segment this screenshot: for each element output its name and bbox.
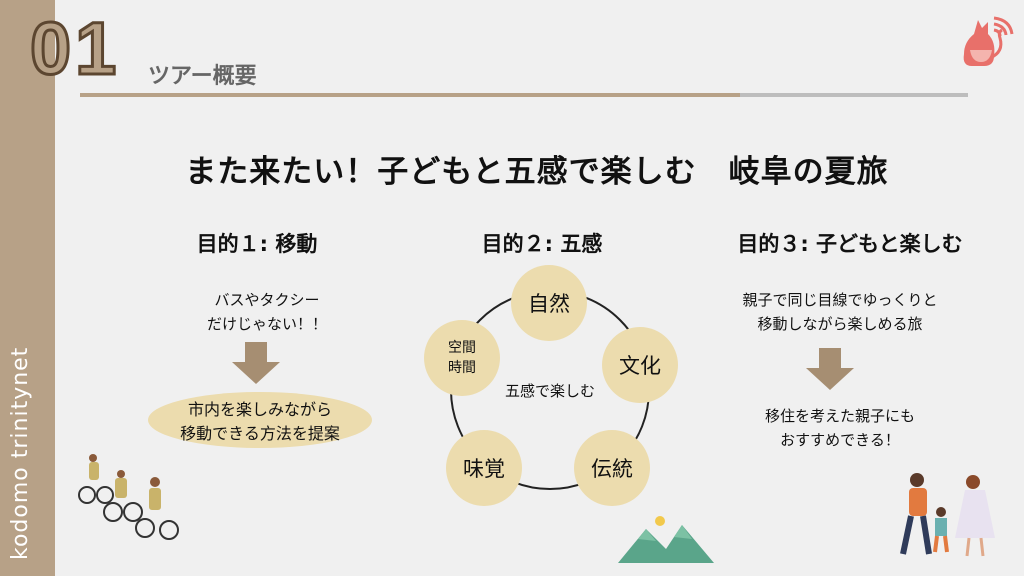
text-line: 市内を楽しみながら <box>187 400 332 419</box>
goal-1-text: バスやタクシー だけじゃない！！ <box>127 288 407 336</box>
sense-nature: 自然 <box>511 265 587 341</box>
page-title: また来たい！子どもと五感で楽しむ 岐阜の夏旅 <box>185 154 889 190</box>
kangaroo-logo-icon <box>963 16 1014 66</box>
sense-tradition: 伝統 <box>574 430 650 506</box>
text-line: 親子で同じ目線でゆっくりと <box>742 291 938 309</box>
sense-culture: 文化 <box>602 327 678 403</box>
text-line: 移動しながら楽しめる旅 <box>757 315 923 333</box>
sidebar <box>0 0 55 576</box>
header-divider-gray <box>740 93 968 97</box>
sense-space-time: 空間 時間 <box>424 320 500 396</box>
brand-text: kodomo trinitynet <box>8 346 33 560</box>
down-arrow-icon <box>232 342 280 384</box>
section-number: 01 <box>28 6 121 92</box>
goal-1-result: 市内を楽しみながら 移動できる方法を提案 <box>120 398 400 446</box>
sense-taste: 味覚 <box>446 430 522 506</box>
senses-center-label: 五感で楽しむ <box>504 382 595 400</box>
header-divider <box>80 93 740 97</box>
family-illustration <box>900 473 995 557</box>
text-line: だけじゃない！！ <box>206 315 327 333</box>
section-title: ツアー概要 <box>148 64 257 89</box>
text-line: 移動できる方法を提案 <box>180 424 340 443</box>
goal-1-heading: 目的１: 移動 <box>196 232 318 256</box>
text-line: 移住を考えた親子にも <box>764 407 915 425</box>
goal-1-highlight <box>148 392 372 448</box>
text-line: 空間 <box>448 340 476 356</box>
goal-2-heading: 目的２: 五感 <box>481 232 603 256</box>
down-arrow-icon <box>806 348 854 390</box>
goal-3-text: 親子で同じ目線でゆっくりと 移動しながら楽しめる旅 <box>690 288 990 336</box>
text-line: バスやタクシー <box>214 291 320 309</box>
mountain-illustration <box>618 516 714 563</box>
goal-3-heading: 目的３: 子どもと楽しむ <box>737 232 963 256</box>
cyclists-illustration <box>78 454 179 540</box>
goal-3-result: 移住を考えた親子にも おすすめできる！ <box>690 404 990 452</box>
text-line: 時間 <box>448 360 476 376</box>
text-line: おすすめできる！ <box>780 431 900 449</box>
